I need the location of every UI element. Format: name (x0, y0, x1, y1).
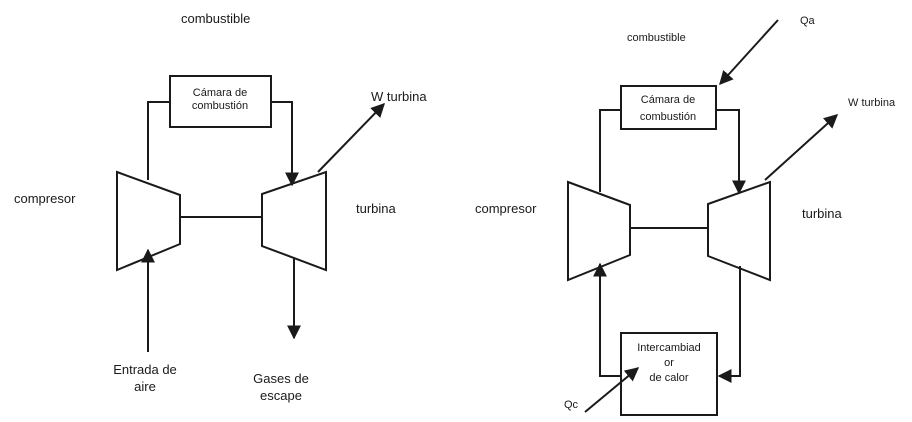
right-exchanger-label-line2: or (664, 357, 674, 369)
left-inlet-label-line2: aire (134, 379, 156, 394)
left-fuel-label: combustible (181, 11, 250, 26)
left-exhaust-label-line2: escape (260, 388, 302, 403)
right-heat-exchanger (620, 332, 718, 416)
left-compressor-label: compresor (14, 191, 76, 206)
right-turbine-label: turbina (802, 206, 843, 221)
right-compressor-label: compresor (475, 201, 537, 216)
left-inlet-label-line1: Entrada de (113, 362, 177, 377)
left-compressor (116, 170, 181, 272)
right-chamber-to-turbine-arrow (716, 109, 746, 195)
right-exchanger-label-line3: de calor (649, 372, 688, 384)
left-chamber-label-line1: Cámara de (193, 87, 247, 99)
closed-cycle-diagram: Qa combustible Cámara de combustión Inte… (475, 15, 896, 416)
right-chamber-label-line2: combustión (640, 111, 696, 123)
right-fuel-label: combustible (627, 32, 686, 44)
right-heat-in-arrow (719, 19, 779, 86)
left-chamber-label-line2: combustión (192, 100, 248, 112)
right-compressor-to-chamber-line (599, 109, 621, 192)
right-turbine (707, 180, 771, 282)
left-compressor-to-chamber-line (147, 101, 170, 180)
left-turbine-label: turbina (356, 201, 397, 216)
right-heat-out-label: Qc (564, 399, 579, 411)
left-chamber-to-turbine-arrow (271, 101, 299, 187)
left-work-label: W turbina (371, 89, 427, 104)
right-exchanger-to-compressor-arrow (593, 262, 621, 377)
right-chamber-label-line1: Cámara de (641, 94, 695, 106)
left-turbine (261, 170, 327, 272)
left-exhaust-label-line1: Gases de (253, 371, 309, 386)
right-heat-in-label: Qa (800, 15, 816, 27)
left-work-arrow (317, 102, 385, 173)
right-exchanger-label-line1: Intercambiad (637, 342, 701, 354)
right-work-arrow (764, 114, 839, 181)
open-cycle-diagram: combustible Cámara de combustión W turbi… (14, 11, 427, 403)
right-combustion-chamber (620, 85, 717, 130)
right-compressor (567, 180, 631, 282)
right-work-label: W turbina (848, 97, 896, 109)
right-turbine-to-exchanger-arrow (717, 266, 741, 383)
right-heat-out-arrow (584, 367, 640, 413)
